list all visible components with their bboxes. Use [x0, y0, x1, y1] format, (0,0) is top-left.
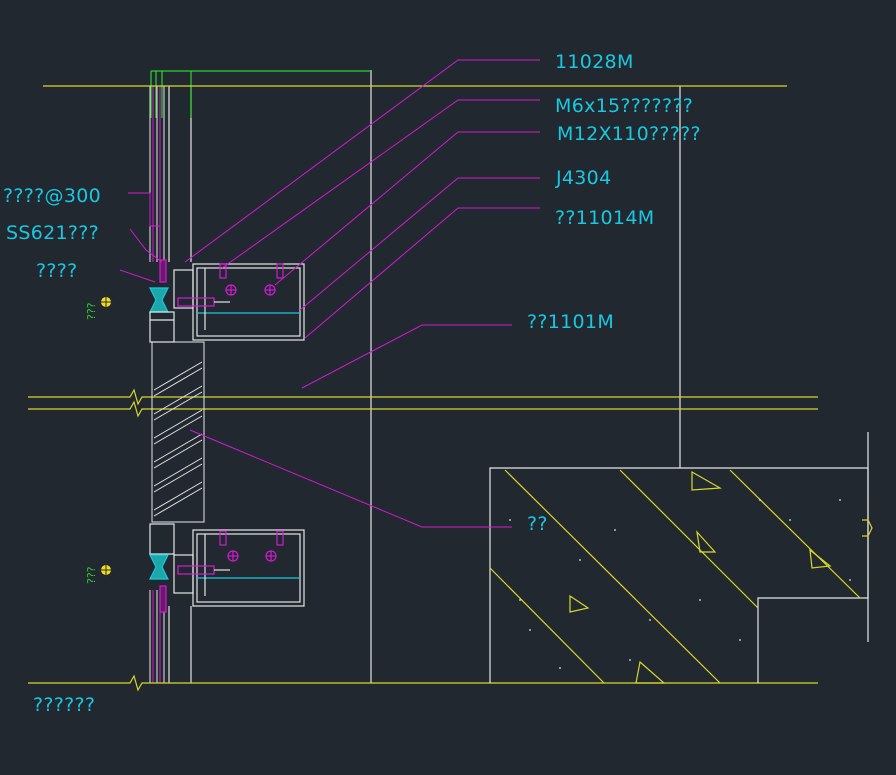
label-m6x15: M6x15??????? — [555, 95, 693, 117]
glass-panel-upper — [149, 86, 165, 262]
label-m12x110: M12X110????? — [557, 123, 701, 145]
anchor-marker-upper — [98, 294, 114, 310]
label-1101m: ??1101M — [527, 311, 614, 333]
anchor-marker-lower — [98, 562, 114, 578]
leader-lines — [119, 59, 540, 528]
label-11014m: ??11014M — [555, 207, 654, 229]
structure-lines — [168, 70, 681, 683]
concrete-slab — [489, 432, 873, 684]
side-mark-upper: ??? — [85, 302, 98, 320]
side-mark-lower: ??? — [85, 566, 98, 584]
label-concrete: ?? — [527, 513, 548, 535]
label-ss621: SS621??? — [6, 222, 99, 244]
upper-bracket — [149, 259, 305, 343]
label-j4304: J4304 — [555, 167, 611, 189]
label-spacing-300: ????@300 — [3, 185, 101, 207]
level-lines — [28, 85, 818, 692]
curtain-wall-frame — [150, 70, 371, 118]
lower-bracket — [149, 523, 305, 613]
louvre-panel — [151, 341, 205, 523]
label-11028m: 11028M — [555, 51, 634, 73]
label-bottom: ?????? — [33, 694, 95, 716]
label-sealant: ???? — [36, 260, 78, 282]
